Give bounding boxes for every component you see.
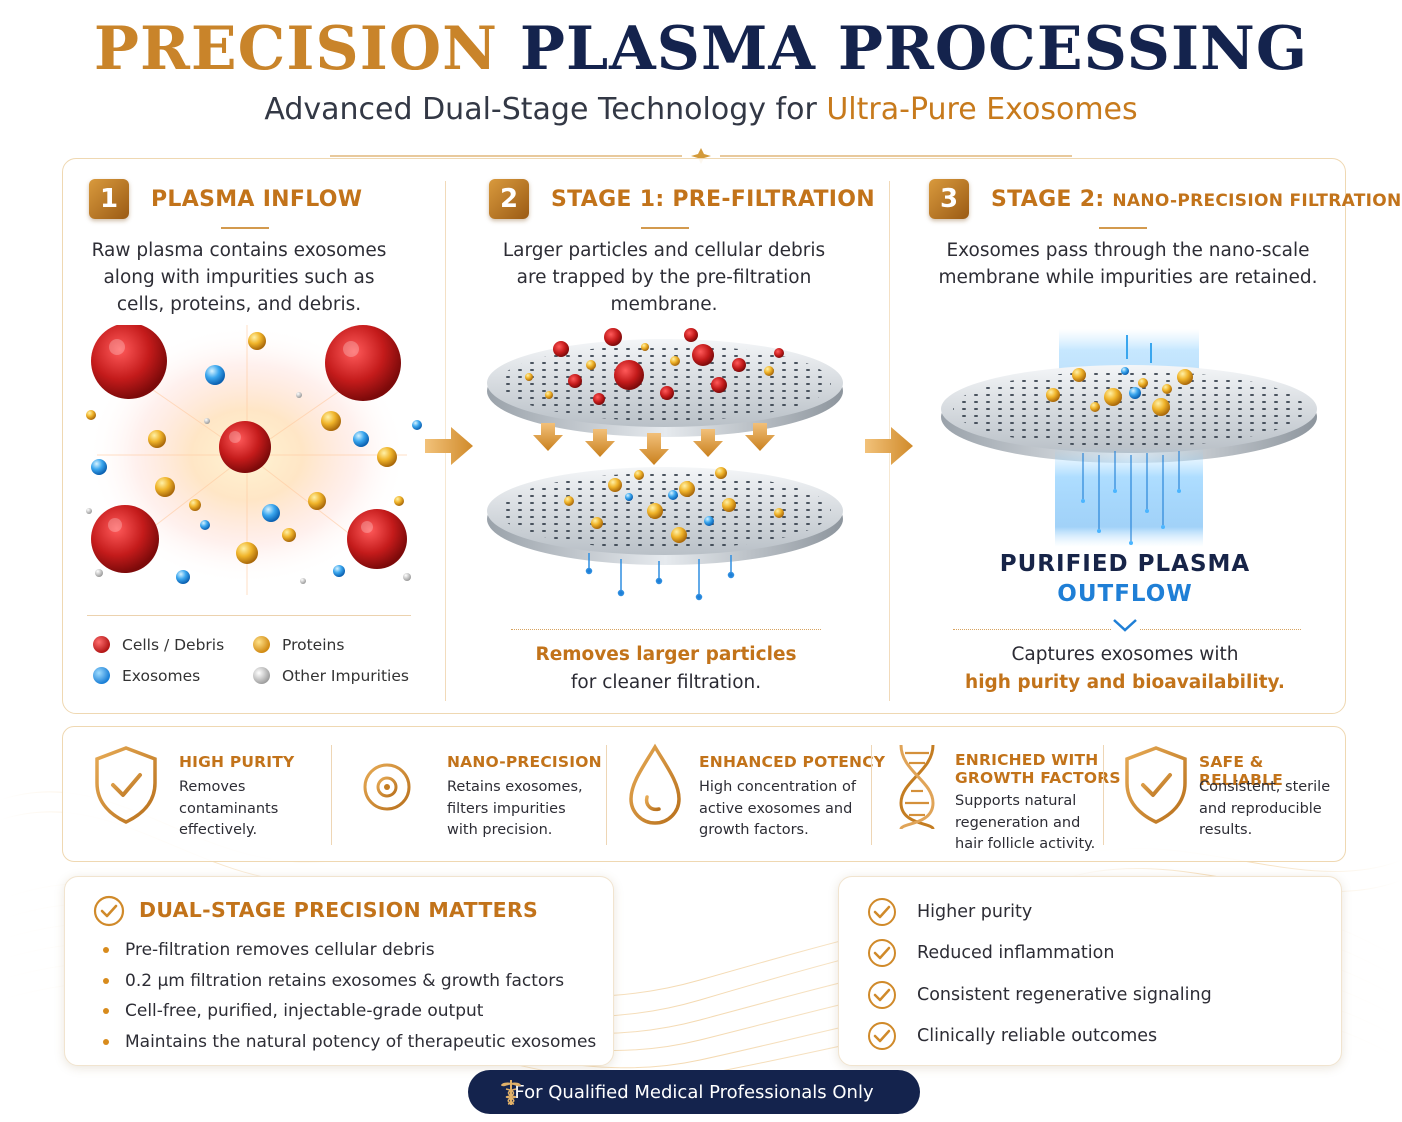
stage-1-title: PLASMA INFLOW [151, 186, 363, 212]
check-circle-icon [93, 895, 125, 927]
feature-2-desc: Retains exosomes, filters impurities wit… [447, 779, 583, 838]
outflow-line-1: PURIFIED PLASMA [999, 551, 1251, 577]
feature-2-title: NANO-PRECISION [447, 753, 602, 771]
crosshair-icon [355, 753, 419, 821]
legend-divider [87, 615, 411, 616]
star-icon [691, 148, 711, 164]
outflow-line-2: OUTFLOW [1057, 581, 1193, 607]
title-gold-part: PRECISION [93, 14, 498, 84]
cell-cluster [91, 325, 407, 573]
shield-check-icon [1125, 746, 1187, 824]
list-item: Cell-free, purified, injectable-grade ou… [103, 996, 596, 1027]
page-subtitle: Advanced Dual-Stage Technology for Ultra… [0, 92, 1402, 127]
stage-3-header: 3 STAGE 2: NANO-PRECISION FILTRATION [929, 179, 1402, 219]
gold-dot-icon [253, 636, 270, 653]
stage-2-number: 2 [489, 179, 529, 219]
check-circle-icon [868, 1022, 896, 1051]
professionals-only-badge: For Qualified Medical Professionals Only [468, 1070, 920, 1114]
list-item: Reduced inflammation [867, 933, 1212, 975]
check-circle-icon [868, 939, 896, 968]
feature-separator [871, 745, 872, 845]
list-item: Clinically reliable outcomes [867, 1016, 1212, 1058]
blue-dot-icon [93, 667, 110, 684]
legend-item-impurities: Other Impurities [249, 667, 409, 685]
feature-separator [1103, 745, 1104, 845]
stage-3-note-bold: high purity and bioavailability. [965, 672, 1285, 693]
droplet-icon [629, 743, 681, 825]
dual-stage-title: DUAL-STAGE PRECISION MATTERS [139, 898, 539, 922]
list-item: Pre-filtration removes cellular debris [103, 935, 596, 966]
gray-dot-icon [253, 667, 270, 684]
stage-1-underline [221, 227, 269, 229]
list-item: Maintains the natural potency of therape… [103, 1027, 596, 1058]
feature-5-title: SAFE & RELIABLE [1199, 753, 1284, 789]
dual-stage-bullets: Pre-filtration removes cellular debris 0… [103, 935, 596, 1057]
feature-4-title: ENRICHED WITH GROWTH FACTORS [955, 751, 1121, 787]
page-title: PRECISION PLASMA PROCESSING [0, 14, 1402, 84]
caduceus-icon [501, 1080, 521, 1105]
stage-3-note-rest: Captures exosomes with [1011, 644, 1239, 665]
header-divider [330, 148, 1072, 164]
check-circle-icon [868, 980, 896, 1009]
feature-3-desc: High concentration of active exosomes an… [699, 779, 856, 838]
legend-item-proteins: Proteins [249, 636, 409, 654]
stages-panel: 1 PLASMA INFLOW Raw plasma contains exos… [62, 158, 1401, 714]
benefits-card: Higher purity Reduced inflammation Consi… [838, 876, 1342, 1066]
legend-item-cells: Cells / Debris [89, 636, 249, 654]
stage-2-description: Larger particles and cellular debris are… [502, 240, 826, 315]
stage-2-note-bold: Removes larger particles [535, 644, 797, 665]
stage-2-note-rest: for cleaner filtration. [570, 672, 762, 693]
legend: Cells / Debris Proteins Exosomes Other I… [89, 629, 409, 691]
flow-arrow-icon [425, 427, 473, 465]
stage-3-title: STAGE 2: NANO-PRECISION FILTRATION [991, 186, 1402, 212]
nano-filtration-illustration [941, 329, 1317, 547]
subtitle-highlight: Ultra-Pure Exosomes [826, 92, 1138, 127]
stage-1-header: 1 PLASMA INFLOW [89, 179, 362, 219]
features-strip: HIGH PURITY Removes contaminants effecti… [62, 726, 1346, 862]
feature-5-desc: Consistent, sterile and reproducible res… [1199, 779, 1331, 838]
dna-icon [899, 744, 935, 830]
stage-1-number: 1 [89, 179, 129, 219]
subtitle-main: Advanced Dual-Stage Technology for [264, 92, 827, 127]
stage-2-underline [641, 227, 689, 229]
stage-2-header: 2 STAGE 1: PRE-FILTRATION [489, 179, 875, 219]
stage-3-note: Captures exosomes with high purity and b… [923, 641, 1327, 697]
feature-1-desc: Removes contaminants effectively. [179, 779, 279, 838]
flow-arrow-icon [865, 427, 913, 465]
list-item: Consistent regenerative signaling [867, 974, 1212, 1016]
feature-separator [331, 745, 332, 845]
stage-3-number: 3 [929, 179, 969, 219]
shield-check-icon [95, 746, 157, 824]
professionals-only-label: For Qualified Medical Professionals Only [514, 1081, 874, 1103]
feature-1-title: HIGH PURITY [179, 753, 295, 771]
title-navy-part: PLASMA PROCESSING [519, 14, 1309, 84]
stage-2-title: STAGE 1: PRE-FILTRATION [551, 186, 875, 212]
stage-1-description: Raw plasma contains exosomes along with … [91, 240, 387, 315]
stage-3-description: Exosomes pass through the nano-scale mem… [938, 240, 1318, 288]
legend-item-exosomes: Exosomes [89, 667, 249, 685]
pre-filtration-illustration [487, 328, 843, 601]
feature-4-desc: Supports natural regeneration and hair f… [955, 793, 1096, 852]
stage-3-underline [1099, 227, 1147, 229]
red-dot-icon [93, 636, 110, 653]
purified-plasma-outflow: PURIFIED PLASMA OUTFLOW [935, 549, 1315, 609]
list-item: 0.2 μm filtration retains exosomes & gro… [103, 966, 596, 997]
chevron-down-icon [1111, 617, 1139, 633]
check-circle-icon [868, 897, 896, 926]
stage-2-divider [511, 629, 821, 630]
dual-stage-card: DUAL-STAGE PRECISION MATTERS Pre-filtrat… [64, 876, 614, 1066]
benefits-list: Higher purity Reduced inflammation Consi… [867, 891, 1212, 1057]
feature-separator [606, 745, 607, 845]
list-item: Higher purity [867, 891, 1212, 933]
stage-2-note: Removes larger particles for cleaner fil… [501, 641, 831, 697]
plasma-inflow-illustration [86, 325, 422, 595]
feature-3-title: ENHANCED POTENCY [699, 753, 886, 771]
